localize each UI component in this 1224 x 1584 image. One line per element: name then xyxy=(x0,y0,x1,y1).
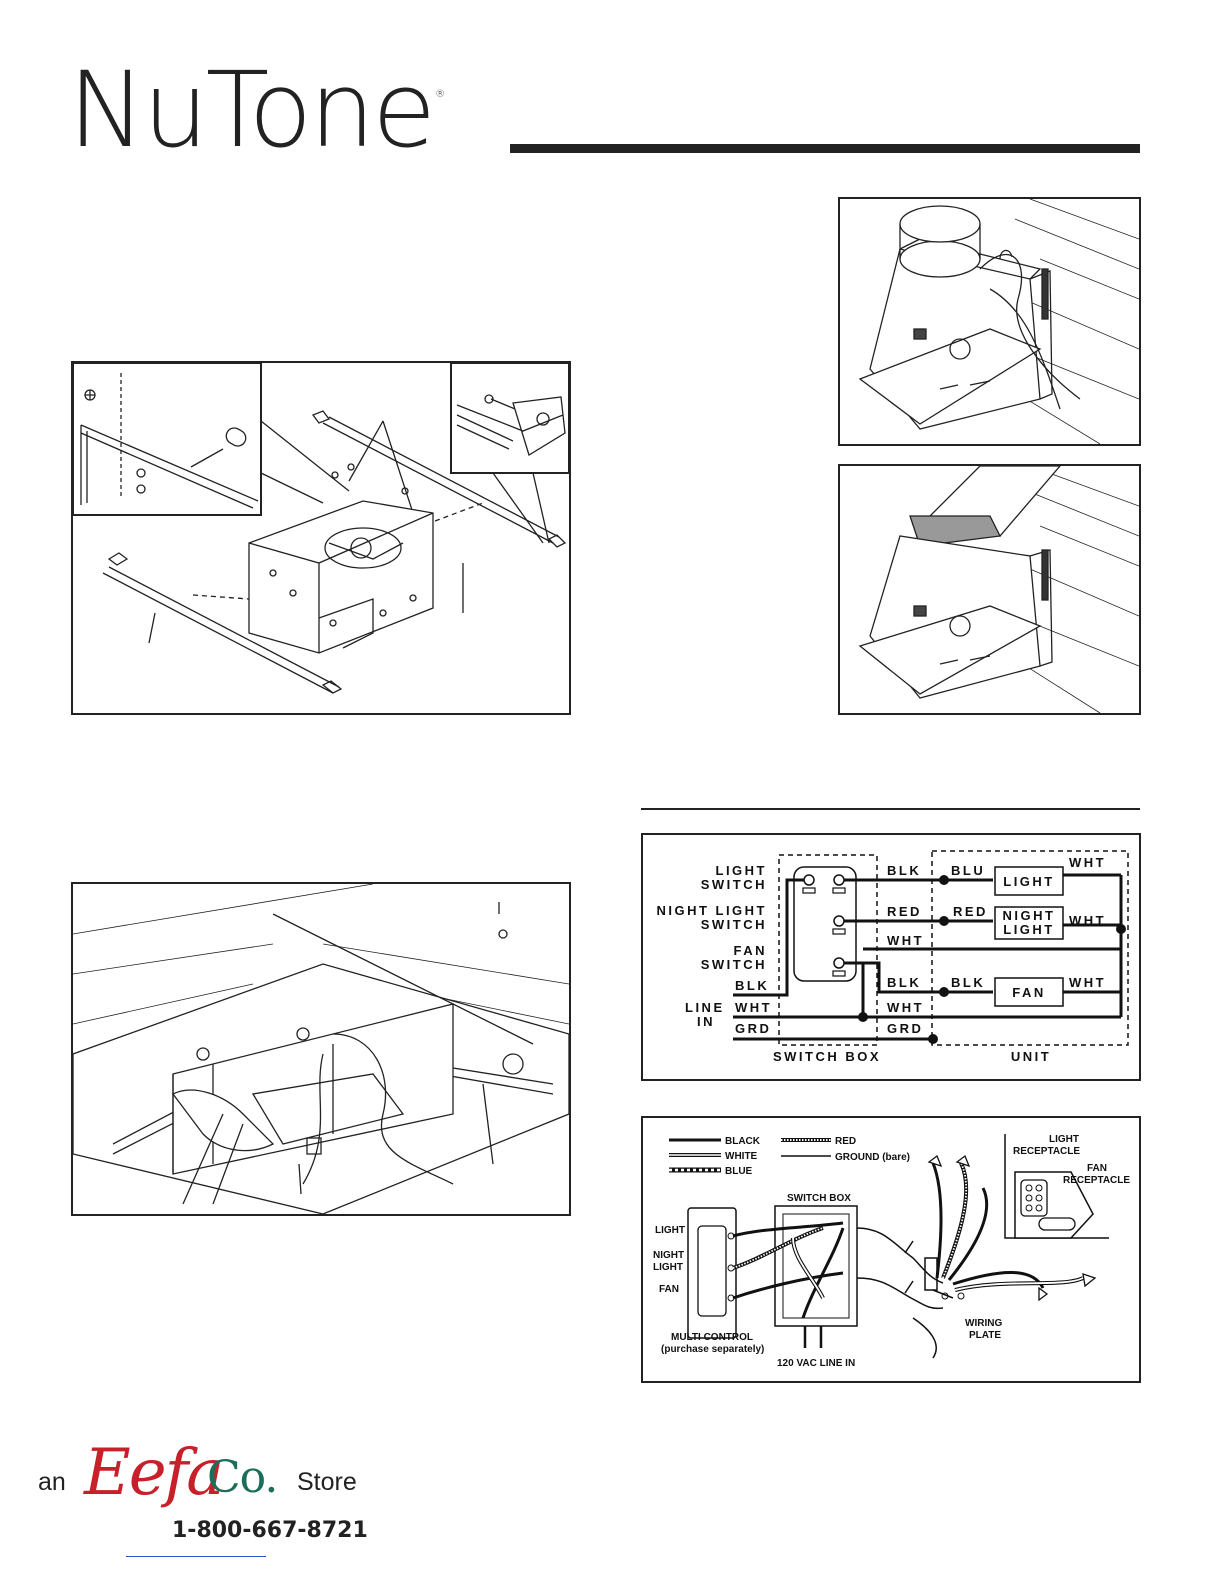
light-component xyxy=(994,866,1064,896)
component-fan: FAN xyxy=(1012,985,1046,1000)
label-line-in-1: LINE xyxy=(685,1000,725,1015)
label-night-light-switch-2: SWITCH xyxy=(701,917,767,932)
label-purchase-separately: (purchase separately) xyxy=(661,1344,764,1355)
night-light-component xyxy=(994,906,1064,940)
label-switch-box: SWITCH BOX xyxy=(787,1193,851,1204)
hanger-bar-rear xyxy=(322,416,560,544)
wire-label-blu: BLU xyxy=(951,863,985,878)
label-fan: FAN xyxy=(659,1284,679,1295)
multi-switch xyxy=(793,866,857,982)
wire-label-wht: WHT xyxy=(1069,855,1106,870)
legend-ground: GROUND (bare) xyxy=(835,1152,910,1163)
store-logo-co: Co. xyxy=(207,1452,278,1503)
label-light-receptacle-2: RECEPTACLE xyxy=(1013,1146,1080,1157)
label-night-1: NIGHT xyxy=(653,1250,684,1261)
legend-black: BLACK xyxy=(725,1136,761,1147)
component-light: LIGHT xyxy=(1003,874,1055,889)
inset-screw-detail xyxy=(73,363,262,516)
wire-label-grd: GRD xyxy=(887,1021,923,1036)
header-rule xyxy=(510,144,1140,153)
legend-white: WHITE xyxy=(725,1151,758,1162)
section-rule xyxy=(641,808,1140,810)
figure-installed-duct xyxy=(838,464,1141,715)
box-label-switch-box: SWITCH BOX xyxy=(773,1049,881,1064)
label-wiring-plate-1: WIRING xyxy=(965,1318,1002,1329)
wire-label-wht: WHT xyxy=(1069,913,1106,928)
wire-label-wht: WHT xyxy=(887,933,924,948)
figure-mounting-to-joist xyxy=(71,882,571,1216)
label-line-in: 120 VAC LINE IN xyxy=(777,1358,855,1369)
wire-label-blk: BLK xyxy=(887,863,921,878)
logo-text: NuTone xyxy=(68,49,436,171)
wire-label-red: RED xyxy=(953,904,988,919)
label-grd: GRD xyxy=(735,1021,771,1036)
label-light-switch-2: SWITCH xyxy=(701,877,767,892)
wire-label-blk: BLK xyxy=(887,975,921,990)
switch-box xyxy=(774,1205,858,1327)
wire-line-blk xyxy=(733,878,804,997)
label-light-receptacle-1: LIGHT xyxy=(1049,1134,1079,1145)
wire-label-wht: WHT xyxy=(887,1000,924,1015)
label-multi-control: MULTI CONTROL xyxy=(671,1332,753,1343)
label-night-2: LIGHT xyxy=(653,1262,683,1273)
figure-pictorial-wiring: BLACK WHITE BLUE RED GROUND (bare) LIGHT… xyxy=(641,1116,1141,1383)
store-logo-eefa: Eefa xyxy=(84,1436,224,1510)
label-fan-switch-2: SWITCH xyxy=(701,957,767,972)
fan-component xyxy=(994,977,1064,1007)
receptacle-plate xyxy=(1014,1171,1094,1239)
store-phone: 1-800-667-8721 xyxy=(172,1518,368,1543)
store-prefix: an xyxy=(38,1468,66,1496)
unit-outline xyxy=(931,850,1129,1046)
figure-duct-connector xyxy=(838,197,1141,446)
legend-blue: BLUE xyxy=(725,1166,753,1177)
figure-housing-assembly xyxy=(71,361,571,715)
label-fan-receptacle-2: RECEPTACLE xyxy=(1063,1175,1130,1186)
label-light-switch-1: LIGHT xyxy=(716,863,768,878)
multi-control xyxy=(687,1207,737,1339)
label-wht: WHT xyxy=(735,1000,772,1015)
label-fan-switch-1: FAN xyxy=(734,943,768,958)
component-night-light-2: LIGHT xyxy=(1003,922,1055,937)
store-link-underline[interactable] xyxy=(126,1556,266,1557)
label-night-light-switch-1: NIGHT LIGHT xyxy=(656,903,767,918)
hanger-bar-front xyxy=(102,566,340,694)
store-suffix: Store xyxy=(297,1468,357,1496)
box-label-unit: UNIT xyxy=(1011,1049,1051,1064)
nutone-logo: NuTone® xyxy=(68,58,445,162)
component-night-light-1: NIGHT xyxy=(1003,908,1056,923)
wire-label-blk: BLK xyxy=(951,975,985,990)
label-blk: BLK xyxy=(735,978,769,993)
label-light: LIGHT xyxy=(655,1225,685,1236)
registered-mark: ® xyxy=(435,89,445,100)
figure-schematic-diagram: LIGHT SWITCH NIGHT LIGHT SWITCH FAN SWIT… xyxy=(641,833,1141,1081)
wire-label-red: RED xyxy=(887,904,922,919)
label-fan-receptacle-1: FAN xyxy=(1087,1163,1107,1174)
wire-label-wht: WHT xyxy=(1069,975,1106,990)
legend-red: RED xyxy=(835,1136,856,1147)
label-wiring-plate-2: PLATE xyxy=(969,1330,1001,1341)
inset-bracket-detail xyxy=(450,363,569,474)
label-line-in-2: IN xyxy=(697,1014,715,1029)
